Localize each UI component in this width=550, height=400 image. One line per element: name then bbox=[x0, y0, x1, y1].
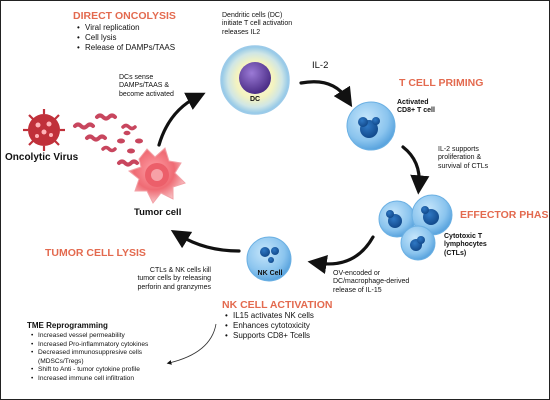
tme-list: Increased vessel permeability Increased … bbox=[31, 332, 148, 384]
nk-cell bbox=[246, 236, 292, 282]
tumor-cell-lysis-heading: TUMOR CELL LYSIS bbox=[45, 247, 146, 259]
tumor-cell-lysis-text: CTLs & NK cells kill tumor cells by rele… bbox=[137, 267, 211, 291]
cycle-arrows bbox=[157, 80, 430, 274]
list-item: Viral replication bbox=[77, 23, 175, 33]
list-item: IL15 activates NK cells bbox=[225, 311, 314, 321]
il2-supports-text: IL-2 supports proliferation & survival o… bbox=[438, 146, 489, 170]
list-item: Cell lysis bbox=[77, 33, 175, 43]
list-item: Release of DAMPs/TAAS bbox=[77, 43, 175, 53]
tme-heading: TME Reprogramming bbox=[27, 321, 108, 330]
list-item: (MDSCs/Tregs) bbox=[38, 357, 84, 365]
list-item: Enhances cytotoxicity bbox=[225, 321, 314, 331]
tme-arrow bbox=[166, 323, 217, 365]
nk-cell-label: NK Cell bbox=[257, 270, 283, 277]
oncolytic-virus bbox=[23, 109, 65, 151]
viral-particles bbox=[73, 113, 139, 167]
ctl-cluster bbox=[378, 194, 453, 261]
activated-t-cell bbox=[346, 101, 396, 151]
il2-label: IL-2 bbox=[312, 60, 329, 71]
blood-cells bbox=[117, 130, 143, 154]
t-cell-priming-heading: T CELL PRIMING bbox=[399, 77, 484, 89]
ctl-label: Cytotoxic T lymphocytes (CTLs) bbox=[444, 233, 487, 257]
list-item: Decreased immunosuppresive cells bbox=[31, 349, 148, 358]
nk-activation-heading: NK CELL ACTIVATION bbox=[222, 299, 333, 311]
direct-oncolysis-heading: DIRECT ONCOLYSIS bbox=[73, 10, 176, 22]
activated-t-cell-label: Activated CD8+ T cell bbox=[397, 99, 435, 115]
list-item: Shift to Anti - tumor cytokine profile bbox=[31, 366, 148, 375]
list-item: Supports CD8+ Tcells bbox=[225, 331, 314, 341]
list-item: Increased Pro-inflammatory cytokines bbox=[31, 341, 148, 350]
effector-phase-heading: EFFECTOR PHASE bbox=[460, 209, 550, 221]
dendritic-cell bbox=[220, 45, 290, 115]
direct-oncolysis-list: Viral replication Cell lysis Release of … bbox=[77, 23, 175, 53]
dc-sense-text: DCs sense DAMPs/TAAS & become activated bbox=[119, 74, 174, 98]
dc-description: Dendritic cells (DC) initiate T cell act… bbox=[222, 12, 293, 36]
il15-text: OV-encoded or DC/macrophage-derived rele… bbox=[333, 270, 410, 294]
tumor-cell-label: Tumor cell bbox=[134, 207, 182, 218]
tumor-cell bbox=[127, 147, 186, 204]
oncolytic-virus-label: Oncolytic Virus bbox=[5, 152, 79, 163]
nk-activation-list: IL15 activates NK cells Enhances cytotox… bbox=[225, 311, 314, 341]
list-item: Increased vessel permeability bbox=[31, 332, 148, 341]
list-item: Increased immune cell infiltration bbox=[31, 375, 148, 384]
dc-cell-label: DC bbox=[249, 96, 261, 103]
